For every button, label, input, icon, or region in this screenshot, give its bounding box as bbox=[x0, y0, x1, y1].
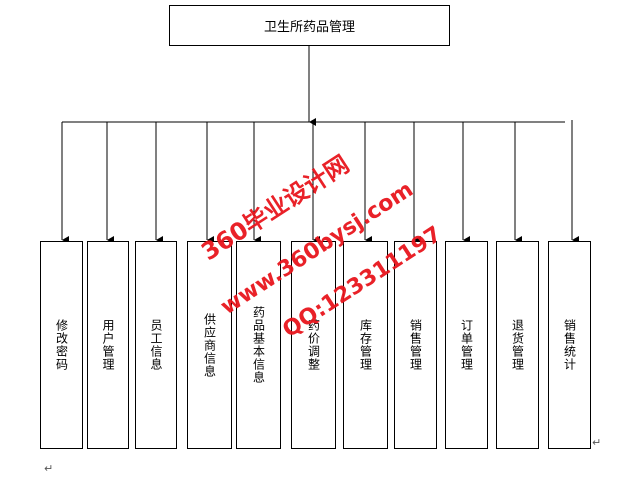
module-label: 销售统计 bbox=[562, 319, 577, 371]
module-node: 药品基本信息 bbox=[236, 241, 281, 449]
paragraph-mark: ↵ bbox=[44, 462, 54, 475]
module-node: 用户管理 bbox=[87, 241, 129, 449]
module-label: 修改密码 bbox=[54, 319, 69, 371]
module-label: 退货管理 bbox=[510, 319, 525, 371]
paragraph-mark: ↵ bbox=[592, 436, 602, 449]
module-label: 库存管理 bbox=[358, 319, 373, 371]
module-node: 修改密码 bbox=[40, 241, 83, 449]
module-node: 库存管理 bbox=[343, 241, 388, 449]
module-node: 员工信息 bbox=[135, 241, 177, 449]
module-node: 销售统计 bbox=[548, 241, 591, 449]
module-label: 员工信息 bbox=[149, 319, 163, 371]
root-node: 卫生所药品管理 bbox=[169, 5, 450, 46]
module-label: 药品基本信息 bbox=[251, 306, 266, 384]
module-label: 用户管理 bbox=[101, 319, 115, 371]
root-title: 卫生所药品管理 bbox=[263, 20, 355, 35]
module-node: 供应商信息 bbox=[187, 241, 232, 449]
module-label: 销售管理 bbox=[408, 319, 423, 371]
module-label: 药价调整 bbox=[306, 319, 321, 371]
module-label: 订单管理 bbox=[459, 319, 474, 371]
module-node: 销售管理 bbox=[394, 241, 437, 449]
module-node: 退货管理 bbox=[496, 241, 539, 449]
module-node: 药价调整 bbox=[291, 241, 336, 449]
module-node: 订单管理 bbox=[445, 241, 488, 449]
module-label: 供应商信息 bbox=[202, 312, 217, 378]
